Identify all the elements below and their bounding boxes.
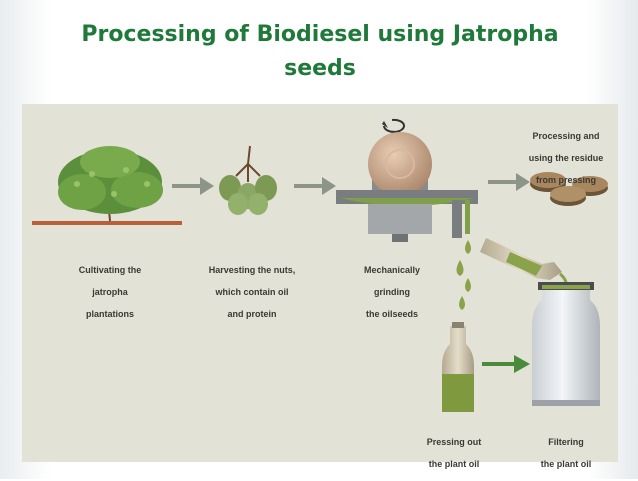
title-line-2: seeds bbox=[40, 52, 600, 86]
slide-title: Processing of Biodiesel using Jatropha s… bbox=[40, 18, 600, 86]
soil-strip bbox=[32, 221, 182, 225]
jatropha-nuts-icon bbox=[219, 146, 277, 215]
caption-filtering: Filtering the plant oil bbox=[522, 426, 610, 481]
arrow-right-icon bbox=[294, 177, 336, 195]
oil-bottle-icon bbox=[442, 322, 474, 412]
oil-drops-icon bbox=[457, 240, 472, 310]
caption-processing: Processing and using the residue from pr… bbox=[518, 120, 614, 197]
jatropha-bush-icon bbox=[58, 146, 163, 221]
caption-pressing: Pressing out the plant oil bbox=[414, 426, 494, 481]
oil-grinder-icon bbox=[336, 120, 478, 242]
caption-harvesting: Harvesting the nuts, which contain oil a… bbox=[192, 254, 312, 331]
process-diagram: Cultivating the jatropha plantations Har… bbox=[22, 104, 618, 462]
caption-grinding: Mechanically grinding the oilseeds bbox=[342, 254, 442, 331]
caption-cultivating: Cultivating the jatropha plantations bbox=[60, 254, 160, 331]
title-line-1: Processing of Biodiesel using Jatropha bbox=[81, 22, 558, 47]
arrow-right-icon bbox=[482, 355, 530, 373]
arrow-right-icon bbox=[172, 177, 214, 195]
filter-can-icon bbox=[532, 282, 600, 406]
